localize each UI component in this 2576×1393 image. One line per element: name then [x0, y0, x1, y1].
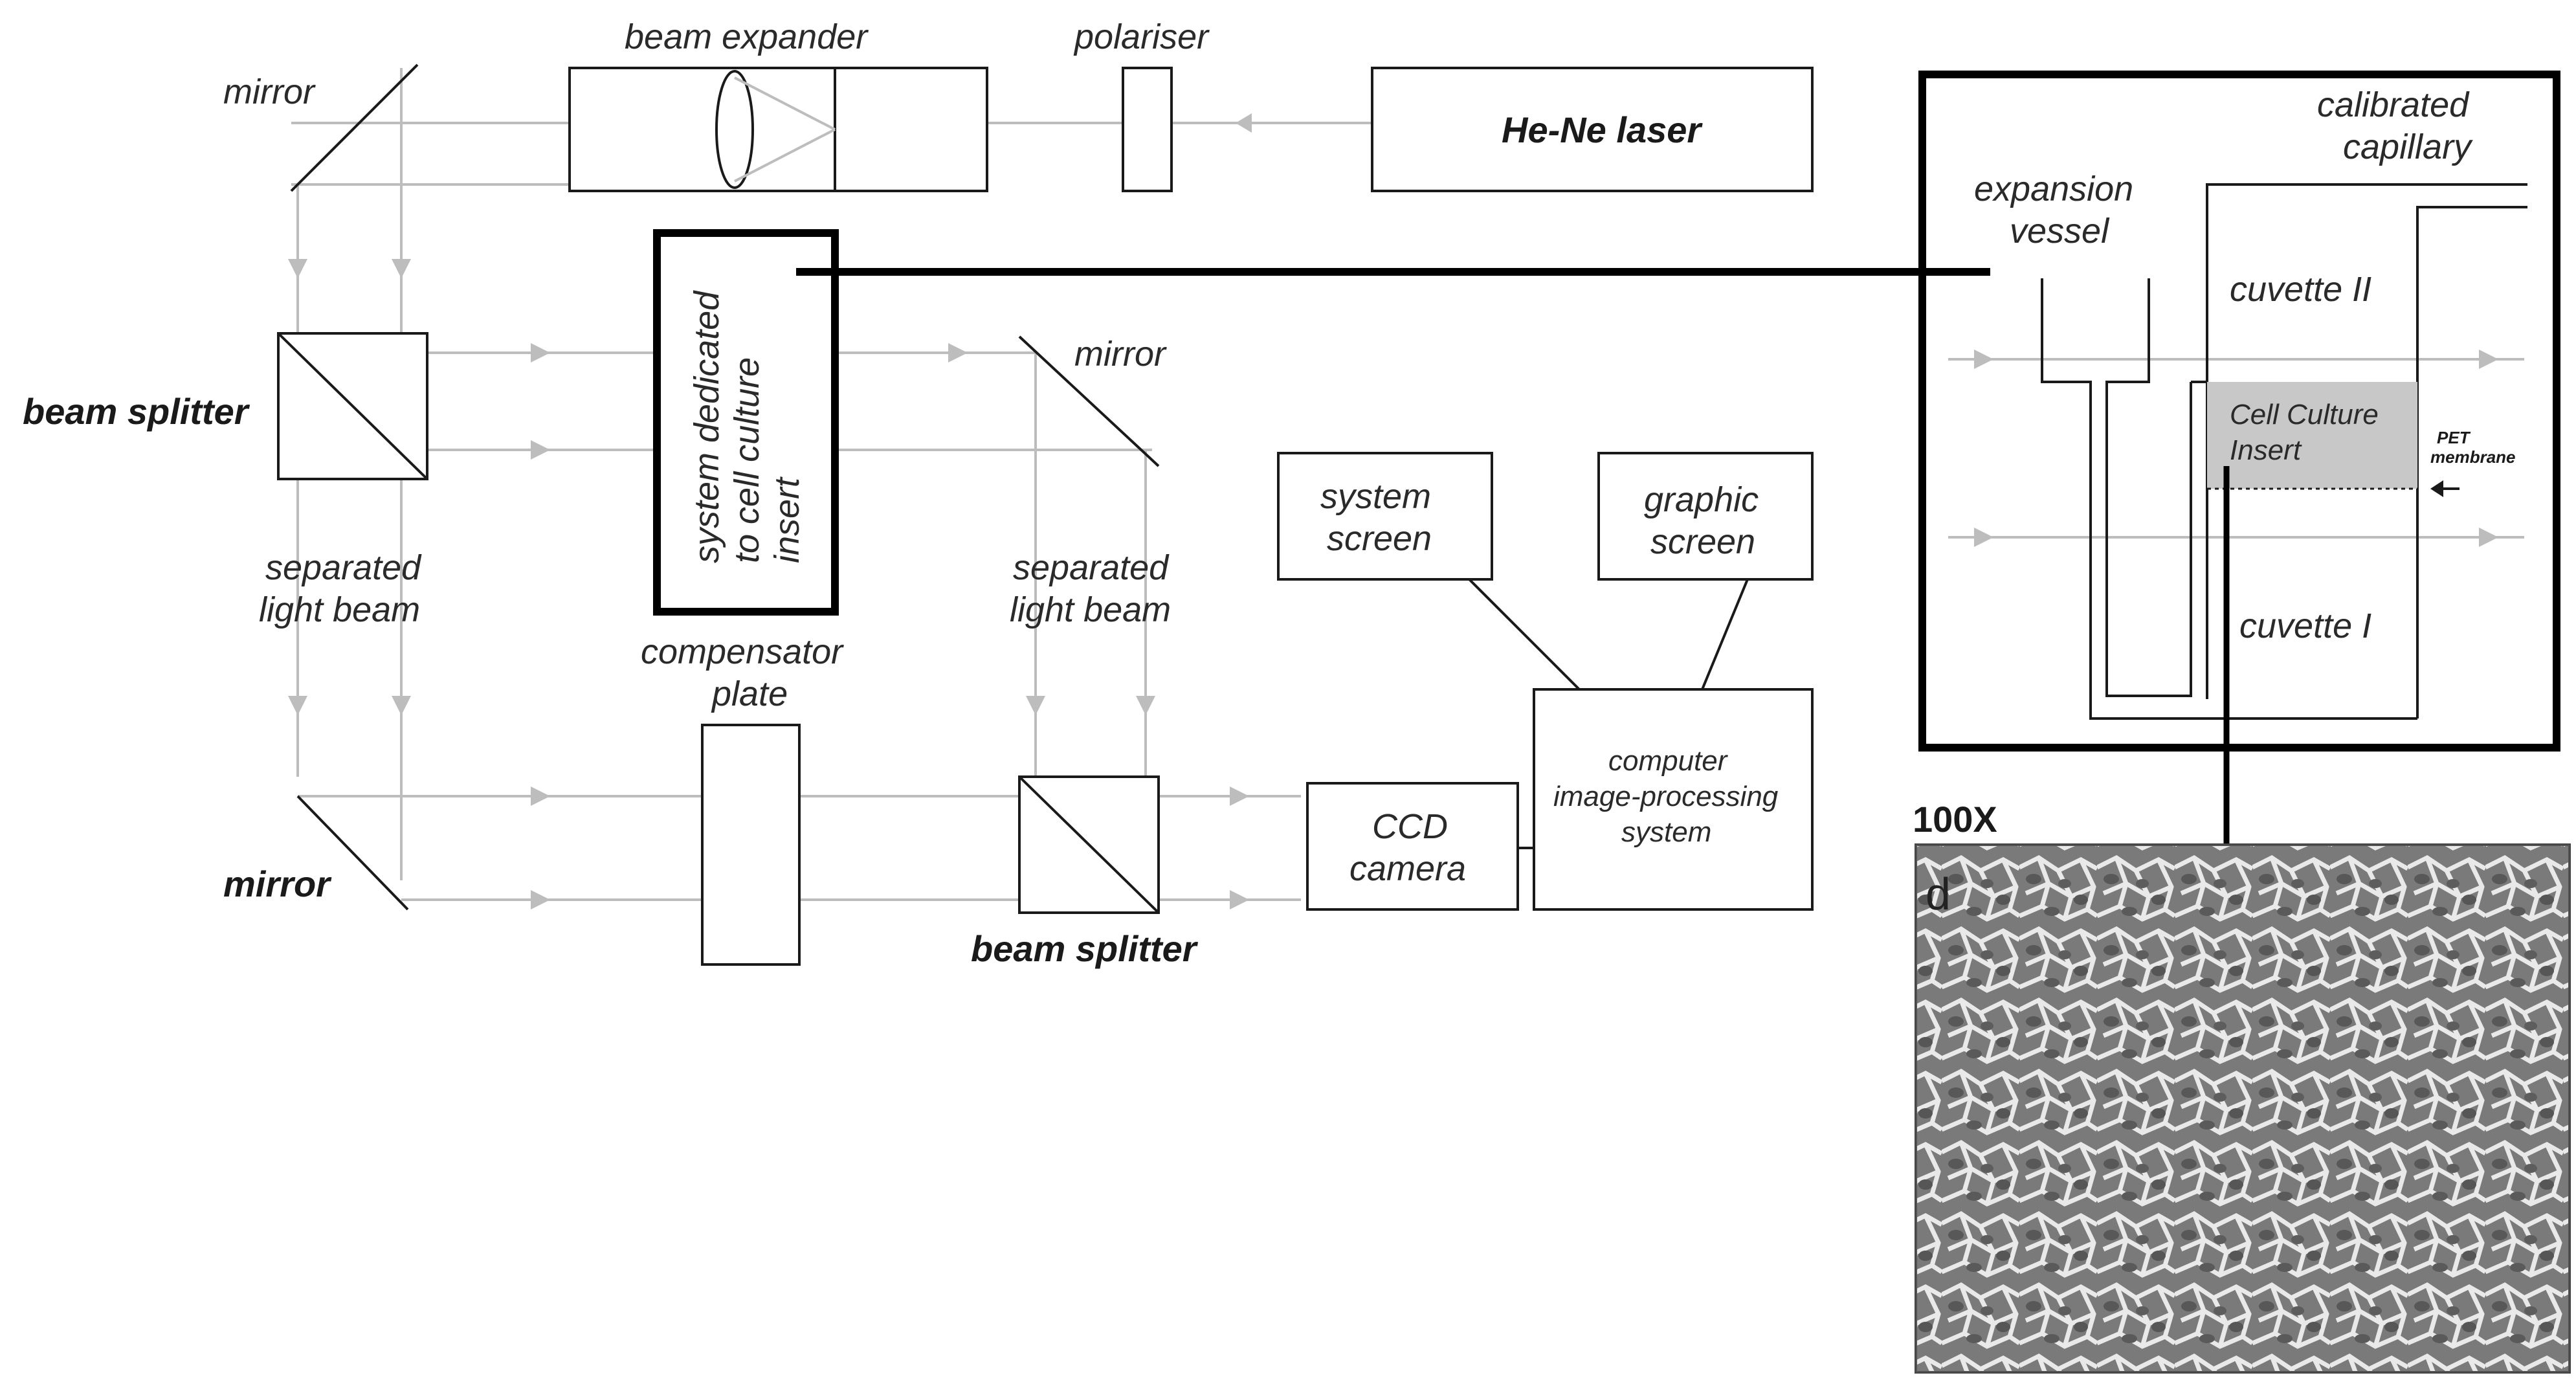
svg-text:system dedicated: system dedicated	[687, 290, 726, 563]
graphic-screen	[1597, 452, 1814, 581]
ccd-camera	[1306, 782, 1519, 911]
graphic-screen-label-2: screen	[1650, 522, 1755, 561]
separated-right-label-1: separated	[1013, 548, 1170, 587]
calibrated-label-1: calibrated	[2317, 85, 2470, 124]
he-ne-laser	[1371, 67, 1814, 192]
compensator-label-2: plate	[711, 674, 788, 713]
beam-arrows	[288, 113, 2498, 909]
cuvette-1-label: cuvette I	[2239, 607, 2371, 645]
system-dedicated-label: system dedicated to cell culture insert	[687, 290, 806, 563]
mirror-bottom-label: mirror	[223, 864, 332, 904]
inset-frame	[1918, 71, 2560, 752]
system-dedicated-box	[653, 229, 839, 616]
arrow-down-4	[392, 696, 411, 715]
arrow-right-2	[531, 440, 550, 460]
separated-left-label-1: separated	[265, 548, 422, 587]
mirror-mid-label: mirror	[1074, 335, 1167, 373]
pet-label-2: membrane	[2430, 447, 2516, 467]
cuvette-2-label: cuvette II	[2230, 270, 2371, 309]
cell-micrograph	[1915, 843, 2571, 1374]
expansion-label-1: expansion	[1974, 170, 2133, 208]
computer-label-1: computer	[1608, 745, 1729, 777]
cell-culture-insert	[2207, 382, 2417, 489]
arrow-down-5	[1026, 696, 1045, 715]
compensator-label-1: compensator	[641, 632, 844, 671]
mirror-bottom	[296, 795, 409, 911]
beam-splitter-bottom-label: beam splitter	[971, 928, 1199, 969]
arrow-right-6	[1230, 786, 1249, 806]
arrow-right-1	[531, 343, 550, 362]
svg-text:to cell culture: to cell culture	[727, 357, 766, 563]
beam-splitter-left-label: beam splitter	[23, 391, 250, 432]
beam-expander	[568, 67, 988, 192]
arrow-right-inset-2	[2479, 350, 2498, 369]
computer-label-2: image-processing	[1553, 781, 1779, 812]
mirror-top-label: mirror	[223, 72, 316, 111]
arrow-left-laser	[1236, 113, 1252, 133]
expansion-label-2: vessel	[2010, 212, 2110, 251]
ccd-label-1: CCD	[1372, 807, 1448, 846]
calibrated-label-2: capillary	[2343, 128, 2473, 166]
arrow-down-6	[1136, 696, 1155, 715]
arrow-right-inset-3	[1974, 528, 1993, 547]
system-screen-label-2: screen	[1327, 519, 1432, 558]
computer-label-3: system	[1621, 816, 1711, 848]
graphic-screen-label-1: graphic	[1644, 480, 1759, 519]
magnification-label: 100X	[1913, 799, 1997, 840]
compensator-plate	[701, 724, 801, 966]
insert-label-1: Cell Culture	[2230, 399, 2379, 430]
arrow-right-5	[531, 890, 550, 909]
expander-lens	[715, 70, 754, 189]
calibrated-capillary	[2206, 183, 2527, 699]
separated-left-label-2: light beam	[259, 590, 420, 629]
arrow-right-3	[948, 343, 968, 362]
polariser	[1122, 67, 1173, 192]
svg-text:insert: insert	[768, 476, 806, 563]
expansion-vessel	[2041, 278, 2417, 720]
mirror-top	[290, 63, 419, 192]
arrow-down-2	[392, 259, 411, 278]
laser-label: He-Ne laser	[1502, 109, 1703, 150]
insert-label-2: Insert	[2230, 434, 2302, 466]
arrow-right-inset-4	[2479, 528, 2498, 547]
computer-system	[1533, 688, 1814, 911]
panel-letter: d	[1926, 869, 1951, 919]
mirror-mid	[1018, 335, 1160, 467]
arrow-right-4	[531, 786, 550, 806]
separated-right-label-2: light beam	[1010, 590, 1171, 629]
beam-expander-label: beam expander	[625, 17, 869, 56]
pet-label-1: PET	[2437, 428, 2471, 447]
system-screen-label-1: system	[1320, 477, 1431, 516]
arrow-down-3	[288, 696, 307, 715]
arrow-down-1	[288, 259, 307, 278]
ccd-label-2: camera	[1349, 849, 1466, 888]
system-screen	[1277, 452, 1493, 581]
arrow-right-7	[1230, 890, 1249, 909]
arrow-right-inset-1	[1974, 350, 1993, 369]
polariser-label: polariser	[1073, 17, 1210, 56]
